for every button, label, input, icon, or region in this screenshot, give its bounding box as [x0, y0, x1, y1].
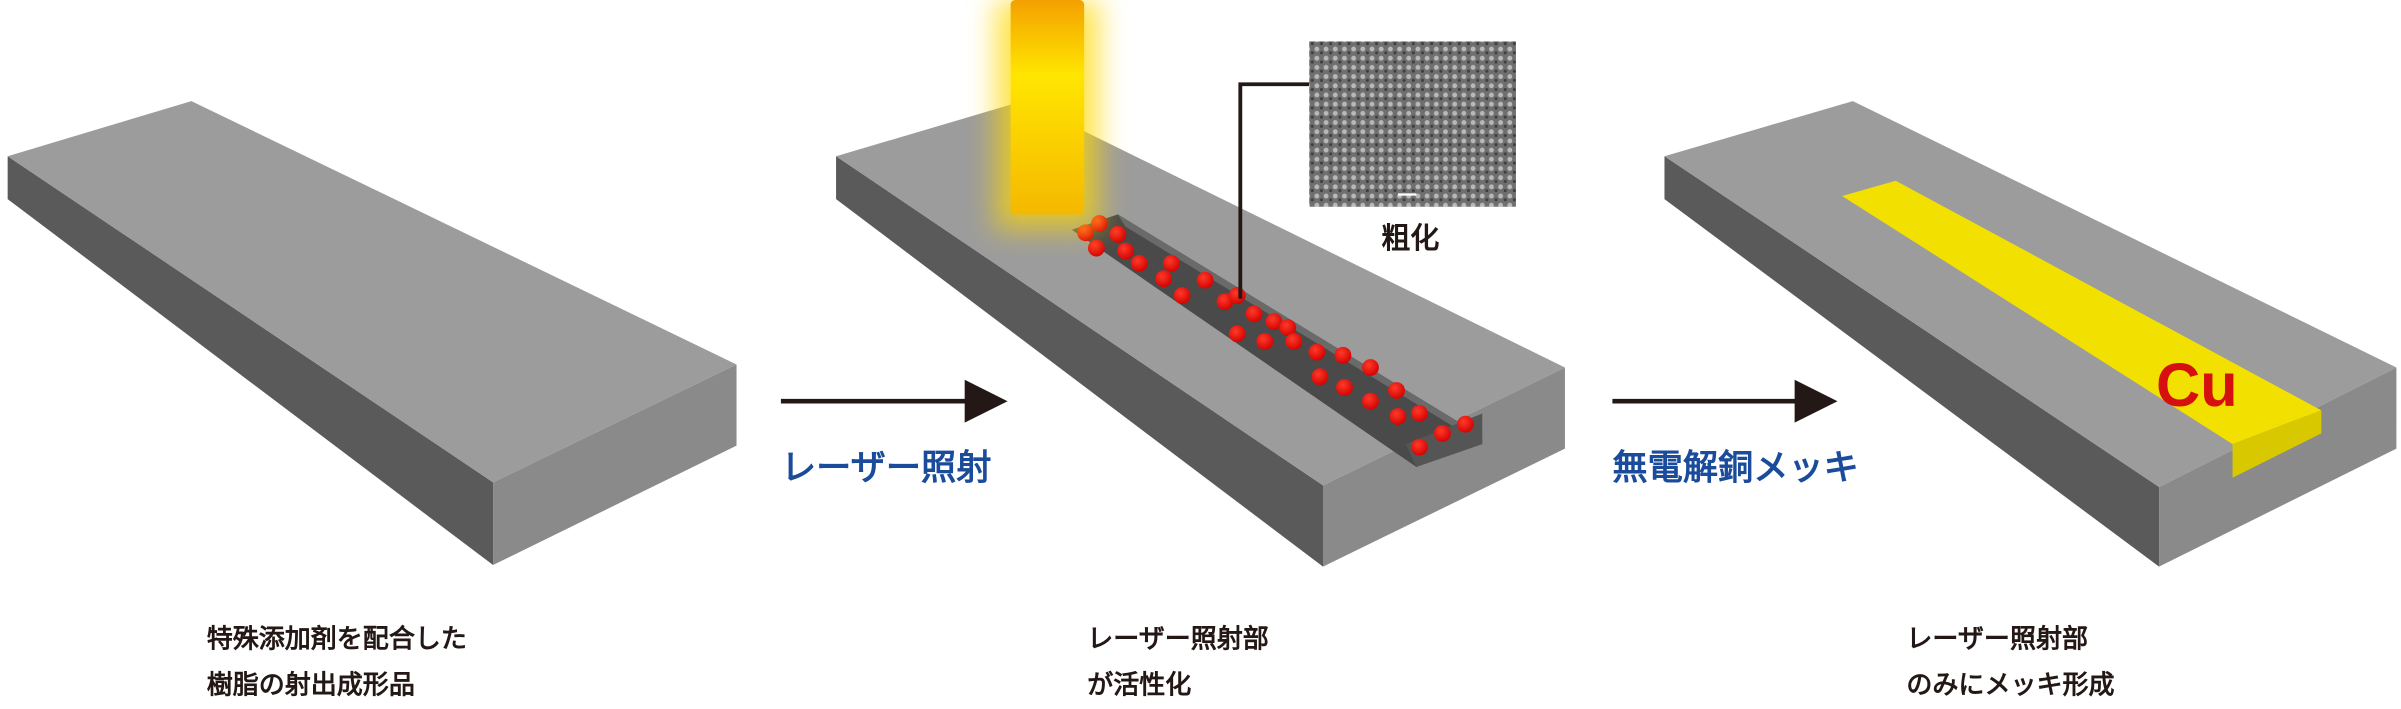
particle: [1411, 405, 1428, 422]
particle: [1228, 325, 1246, 343]
particle: [1362, 359, 1379, 376]
arrow-right-icon: [1612, 379, 1838, 423]
caption-stage1-line1: 特殊添加剤を配合した: [207, 624, 467, 655]
particle: [1265, 313, 1283, 330]
sem-image: [1309, 41, 1516, 207]
caption-stage2-line2: が活性化: [1087, 670, 1191, 701]
copper-trace: [1842, 180, 2322, 445]
particle: [1173, 287, 1191, 304]
particle: [1285, 333, 1303, 350]
arrow-right-icon: [780, 379, 1008, 423]
sem-callout: 粗化: [1238, 41, 1516, 299]
particle: [1336, 379, 1353, 396]
caption-stage3-line2: のみにメッキ形成: [1906, 671, 2114, 701]
particle: [1155, 270, 1173, 288]
copper-label: Cu: [2156, 351, 2238, 419]
particle: [1434, 424, 1451, 442]
step-laser-label: レーザー照射: [781, 447, 992, 488]
block-copper-plated: Cu: [1664, 101, 2397, 567]
particle: [1279, 319, 1297, 337]
particle: [1228, 287, 1246, 304]
particle: [1087, 239, 1105, 257]
particle: [1245, 305, 1263, 323]
particle: [1388, 382, 1405, 399]
activated-particles: [1077, 215, 1474, 456]
particle: [1109, 225, 1127, 243]
particle: [1256, 333, 1274, 350]
particle: [1162, 254, 1180, 272]
step-plating-label: 無電解銅メッキ: [1612, 447, 1858, 488]
particle: [1334, 346, 1352, 364]
caption-stage2-line1: レーザー照射部: [1087, 625, 1269, 655]
laser-beam: [995, 0, 1100, 230]
caption-stage3-line1: レーザー照射部: [1906, 625, 2088, 655]
particle: [1308, 343, 1326, 361]
caption-stage1-line2: 樹脂の射出成形品: [207, 671, 415, 701]
block-molded-resin: [7, 101, 737, 566]
particle: [1311, 368, 1329, 386]
roughening-label: 粗化: [1381, 221, 1439, 255]
particle: [1117, 242, 1134, 260]
particle: [1130, 254, 1148, 272]
particle: [1411, 438, 1428, 456]
particle: [1362, 392, 1379, 410]
particle: [1389, 408, 1407, 425]
particle: [1196, 271, 1214, 289]
particle: [1456, 415, 1474, 433]
